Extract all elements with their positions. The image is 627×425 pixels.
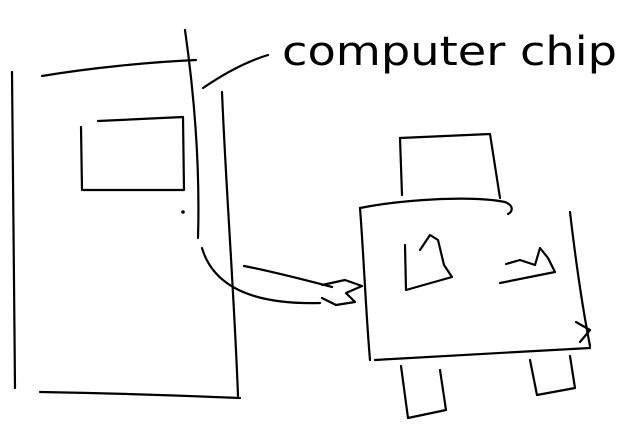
computer-tower-bottom-edge <box>40 392 240 398</box>
cable-plug-connector <box>322 280 362 305</box>
cable-drawing <box>202 248 362 305</box>
computer-power-dot <box>181 210 185 214</box>
computer-tower-side-edge <box>222 92 238 396</box>
computer-chip-drawing <box>360 134 590 418</box>
chip-top-connector-left-line <box>400 138 402 195</box>
annotation-leader-line <box>203 55 268 88</box>
chip-body-bottom-edge <box>375 348 590 360</box>
chip-body-left-edge <box>360 208 370 360</box>
annotation-label: computer chip <box>282 29 617 75</box>
computer-tower-left-edge <box>12 72 15 388</box>
chip-left-eye <box>405 235 452 290</box>
chip-top-connector <box>400 134 500 198</box>
chip-right-leg <box>530 356 575 395</box>
computer-screen-outline <box>81 117 184 190</box>
computer-tower-top-edge <box>42 60 196 76</box>
cable-upper-line <box>244 266 332 287</box>
chip-right-eye <box>500 248 555 283</box>
chip-left-leg <box>401 366 446 418</box>
chip-body-right-edge <box>570 212 590 346</box>
cable-lower-line <box>202 248 320 303</box>
chip-body-outline <box>360 199 512 214</box>
